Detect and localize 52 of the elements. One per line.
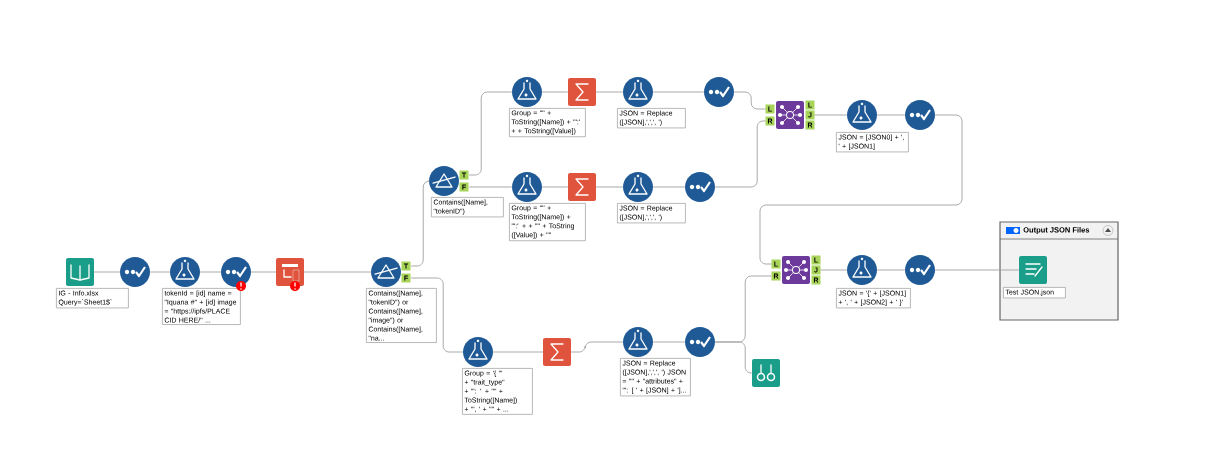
connector xyxy=(303,271,372,273)
select-tool-icon xyxy=(905,100,935,130)
connector xyxy=(468,186,513,188)
summarize-tool-icon xyxy=(543,338,571,366)
connector xyxy=(149,271,171,273)
summarize-tool-icon xyxy=(568,173,596,201)
connector xyxy=(570,341,624,353)
connector xyxy=(652,186,686,188)
formula-tool-icon xyxy=(847,100,877,130)
formula-tool-icon xyxy=(512,77,542,107)
connector xyxy=(733,91,767,110)
formula-tool-icon xyxy=(463,337,493,367)
select-tool-icon xyxy=(704,77,734,107)
connector xyxy=(595,186,624,188)
join-tool-icon xyxy=(782,256,810,284)
select-tool-icon xyxy=(120,257,150,287)
input-tool-icon xyxy=(66,258,94,286)
formula-tool-icon xyxy=(847,255,877,285)
connector xyxy=(819,269,848,271)
connector xyxy=(714,341,753,374)
connector xyxy=(652,341,686,343)
formula-tool-icon xyxy=(623,77,653,107)
connector xyxy=(492,351,544,353)
connector xyxy=(93,271,121,273)
connector xyxy=(652,91,705,93)
connector xyxy=(934,269,1020,271)
formula-tool-icon xyxy=(623,172,653,202)
formula-tool-icon xyxy=(512,172,542,202)
select-tool-icon xyxy=(685,327,715,357)
filter-tool-icon xyxy=(429,166,459,196)
connector xyxy=(876,269,906,271)
connector xyxy=(759,114,963,265)
join-tool-icon xyxy=(776,101,804,129)
formula-tool-icon xyxy=(623,327,653,357)
connector xyxy=(541,91,569,93)
connector xyxy=(813,114,848,116)
filter-tool-icon xyxy=(371,257,401,287)
connector xyxy=(410,180,430,267)
connector xyxy=(468,91,513,176)
formula-tool-icon xyxy=(170,257,200,287)
select-tool-icon xyxy=(905,255,935,285)
connector xyxy=(595,91,624,93)
connector xyxy=(714,120,767,188)
connector xyxy=(410,277,464,353)
connector xyxy=(541,186,569,188)
output-tool-icon xyxy=(1019,256,1047,284)
select-tool-icon xyxy=(685,172,715,202)
connector xyxy=(876,114,906,116)
browse-tool-icon xyxy=(752,359,780,387)
connector xyxy=(199,271,222,273)
summarize-tool-icon xyxy=(568,78,596,106)
connector xyxy=(250,271,277,273)
